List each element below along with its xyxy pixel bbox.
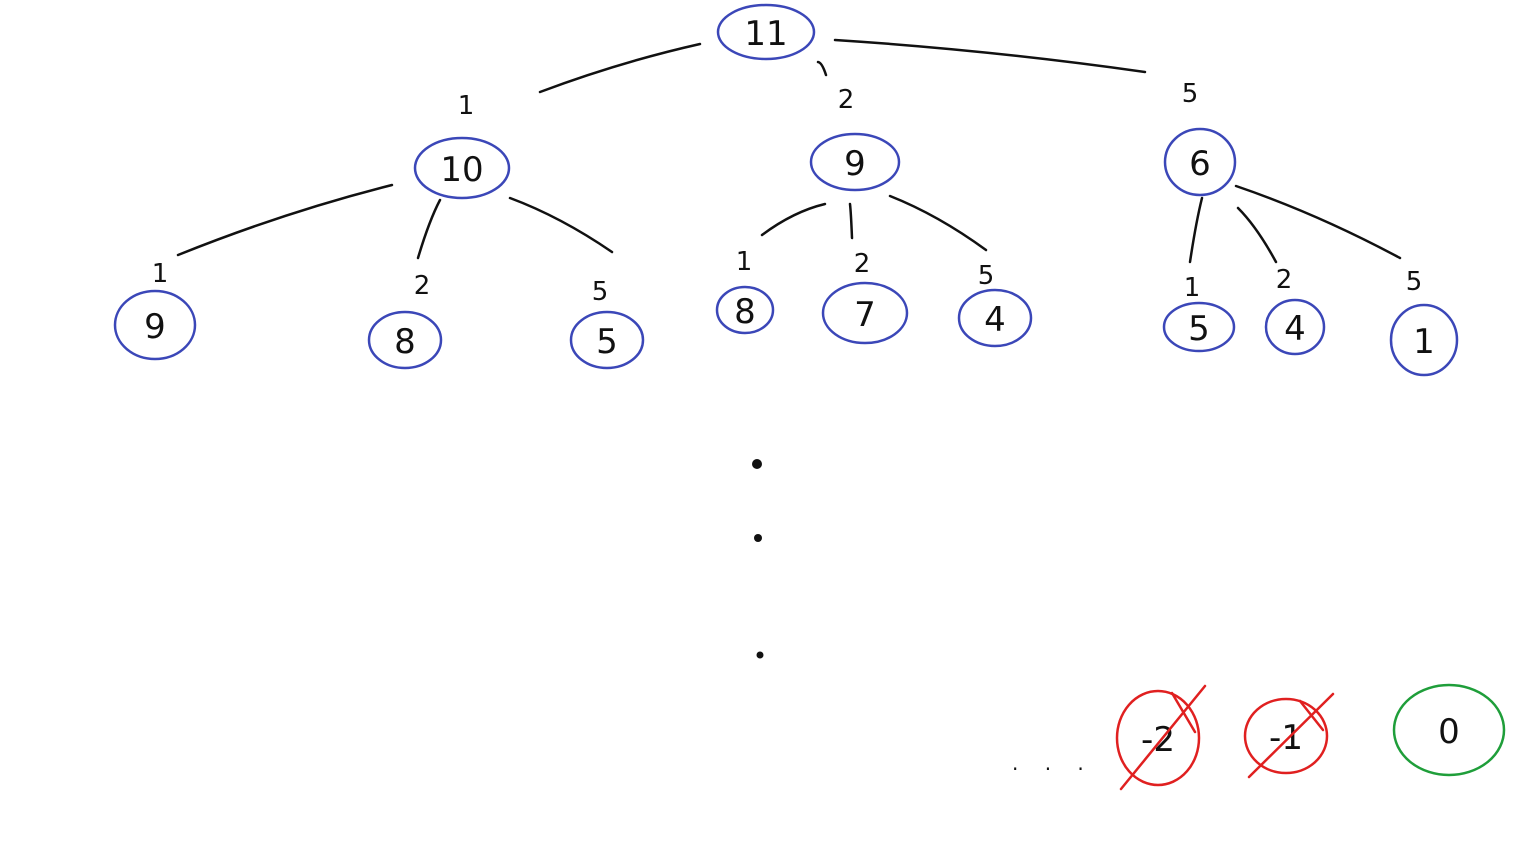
level2-node-6: 5 — [1162, 301, 1236, 353]
level2-node-1-value: 8 — [394, 322, 416, 362]
level2-node-7-value: 4 — [1284, 309, 1306, 349]
root-node-value: 11 — [744, 14, 787, 54]
leaf-item-0-strike — [1119, 684, 1207, 791]
edge-l1-to-l2-2 — [508, 196, 614, 254]
level2-node-8: 1 — [1389, 303, 1459, 377]
level1-node-0-circle — [413, 136, 511, 200]
edge-l1-to-l2-5 — [888, 194, 988, 252]
leaf-item-0-value: -2 — [1141, 720, 1175, 760]
leaf-item-1-strike — [1247, 692, 1335, 779]
edge-label-l2-0: 1 — [152, 259, 169, 289]
edge-root-to-1 — [816, 60, 828, 77]
edge-label-l2-2: 5 — [592, 277, 609, 307]
level1-node-2-circle — [1163, 127, 1237, 197]
leaf-row: . . . -2 -1 0 — [1012, 683, 1506, 791]
level1-node-2: 6 — [1163, 127, 1237, 197]
edge-l1-to-l2-6 — [1188, 196, 1204, 264]
leaf-item-1-strike-2 — [1298, 699, 1325, 732]
edge-label-l2-3: 1 — [736, 247, 753, 277]
ellipsis-dot-2 — [756, 651, 764, 659]
root-node-circle — [716, 3, 816, 61]
level1-node-1-value: 9 — [844, 144, 866, 184]
edge-l1-to-l2-3 — [760, 202, 827, 237]
level1-node-1-circle — [809, 132, 901, 192]
level2-node-8-circle — [1389, 303, 1459, 377]
ellipsis-dot-1 — [754, 534, 762, 542]
level2-node-4-value: 7 — [854, 295, 876, 335]
level2-node-4: 7 — [821, 281, 909, 345]
edge-l1-to-l2-0 — [176, 183, 394, 257]
level2-node-0-value: 9 — [144, 307, 166, 347]
level2-node-5-value: 4 — [984, 300, 1006, 340]
level2-node-6-circle — [1162, 301, 1236, 353]
level2-node-4-circle — [821, 281, 909, 345]
level2-node-1-circle — [367, 310, 443, 370]
level2-node-6-value: 5 — [1188, 309, 1210, 349]
level2-node-5: 4 — [957, 288, 1033, 348]
leaf-item-0-circle — [1115, 689, 1201, 787]
edge-label-l2-4: 2 — [854, 249, 871, 279]
tree-edges: 1 2 5 1 2 5 1 2 5 1 2 5 — [152, 38, 1423, 307]
edge-label-root-2: 5 — [1182, 79, 1199, 109]
level1-node-2-value: 6 — [1189, 144, 1211, 184]
ellipsis-dot-0 — [752, 459, 762, 469]
level2-node-5-circle — [957, 288, 1033, 348]
level2-node-8-value: 1 — [1413, 322, 1435, 362]
level2-node-7-circle — [1264, 298, 1326, 356]
edge-label-root-0: 1 — [458, 91, 475, 121]
level2-node-0-circle — [113, 289, 197, 361]
vertical-ellipsis — [752, 459, 764, 659]
level2-node-3-circle — [715, 285, 775, 335]
level1-node-0: 10 — [413, 136, 511, 200]
leaf-item-1-circle — [1243, 697, 1329, 775]
edge-label-l2-8: 5 — [1406, 267, 1423, 297]
level2-node-0: 9 — [113, 289, 197, 361]
leaf-item-2: 0 — [1392, 683, 1506, 777]
edge-root-to-2 — [833, 38, 1147, 74]
edge-l1-to-l2-8 — [1234, 184, 1402, 260]
edge-label-l2-7: 2 — [1276, 265, 1293, 295]
leaf-item-1: -1 — [1243, 692, 1335, 779]
edge-root-to-0 — [538, 42, 702, 94]
level2-node-3-value: 8 — [734, 292, 756, 332]
level2-node-3: 8 — [715, 285, 775, 335]
edge-label-l2-6: 1 — [1184, 273, 1201, 303]
level1-node-1: 9 — [809, 132, 901, 192]
level2-node-2: 5 — [569, 310, 645, 370]
level2-node-1: 8 — [367, 310, 443, 370]
level2-node-7: 4 — [1264, 298, 1326, 356]
leaf-item-2-circle — [1392, 683, 1506, 777]
edge-label-l2-5: 5 — [978, 261, 995, 291]
leaf-row-ellipsis: . . . — [1012, 751, 1094, 775]
edge-l1-to-l2-7 — [1236, 206, 1278, 264]
level1-node-0-value: 10 — [440, 150, 483, 190]
level2-node-2-value: 5 — [596, 322, 618, 362]
edge-l1-to-l2-4 — [848, 202, 854, 240]
level2-node-2-circle — [569, 310, 645, 370]
edge-l1-to-l2-1 — [416, 198, 442, 260]
root-node: 11 — [716, 3, 816, 61]
leaf-item-0-strike-2 — [1170, 691, 1197, 734]
leaf-item-2-value: 0 — [1438, 712, 1460, 752]
edge-label-l2-1: 2 — [414, 271, 431, 301]
leaf-item-0: -2 — [1115, 684, 1207, 791]
edge-label-root-1: 2 — [838, 85, 855, 115]
